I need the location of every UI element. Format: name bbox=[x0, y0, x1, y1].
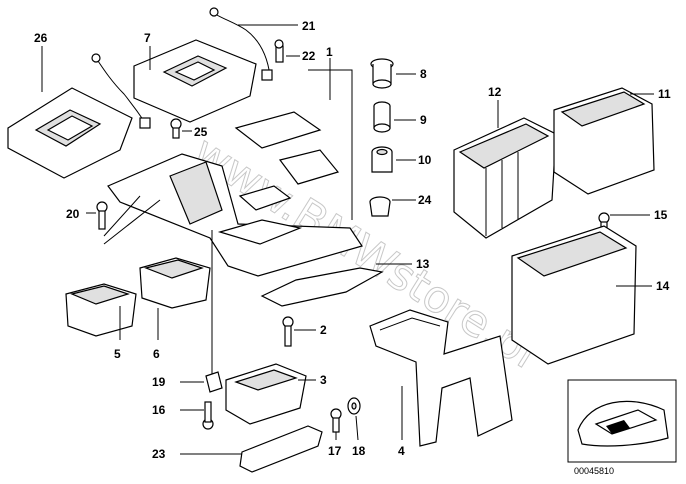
part-8-cigar-lighter[interactable] bbox=[370, 58, 416, 89]
callout-26: 26 bbox=[34, 31, 48, 45]
callout-4: 4 bbox=[398, 444, 405, 458]
inset-car-location bbox=[567, 379, 677, 463]
part-22-screw[interactable] bbox=[274, 39, 300, 63]
callout-23: 23 bbox=[152, 447, 166, 461]
part-20-screw[interactable] bbox=[86, 195, 161, 245]
callout-14: 14 bbox=[656, 279, 670, 293]
part-9-socket-housing[interactable] bbox=[373, 101, 416, 133]
callout-3: 3 bbox=[320, 373, 327, 387]
part-6-tray[interactable] bbox=[139, 257, 211, 340]
callout-17: 17 bbox=[328, 444, 342, 458]
callout-5: 5 bbox=[114, 347, 121, 361]
callout-19: 19 bbox=[152, 375, 166, 389]
callout-25: 25 bbox=[194, 125, 208, 139]
callout-12: 12 bbox=[488, 85, 502, 99]
part-7-console-trim[interactable] bbox=[133, 39, 257, 123]
callout-15: 15 bbox=[654, 208, 668, 222]
cover-plate-upper bbox=[234, 111, 340, 185]
callout-11: 11 bbox=[658, 87, 671, 101]
callout-9: 9 bbox=[420, 113, 427, 127]
part-14-module-housing[interactable] bbox=[511, 225, 652, 365]
part-21-bulb-cable[interactable] bbox=[209, 7, 298, 81]
callout-6: 6 bbox=[153, 347, 160, 361]
callout-10: 10 bbox=[418, 153, 432, 167]
part-18-washer[interactable] bbox=[347, 397, 361, 441]
part-23-cover[interactable] bbox=[180, 425, 323, 473]
part-24-ring[interactable] bbox=[369, 196, 416, 217]
callout-21: 21 bbox=[302, 19, 316, 33]
part-2-screw[interactable] bbox=[282, 316, 316, 347]
part-12-storage-tray[interactable] bbox=[453, 100, 557, 239]
callout-20: 20 bbox=[66, 207, 80, 221]
part-4-console-frame[interactable] bbox=[369, 309, 513, 447]
callout-13: 13 bbox=[416, 257, 430, 271]
part-25-screw[interactable] bbox=[170, 118, 192, 139]
bulb-cable-lower bbox=[91, 53, 151, 129]
part-19-clip[interactable] bbox=[180, 371, 223, 393]
part-16-screw[interactable] bbox=[180, 401, 214, 430]
callout-16: 16 bbox=[152, 403, 166, 417]
part-3-ashtray-unit[interactable] bbox=[211, 230, 316, 425]
callout-7: 7 bbox=[144, 31, 151, 45]
part-11-storage-tray[interactable] bbox=[553, 87, 655, 195]
callout-8: 8 bbox=[420, 67, 427, 81]
callout-22: 22 bbox=[302, 49, 316, 63]
part-5-tray[interactable] bbox=[65, 283, 137, 340]
callout-1: 1 bbox=[326, 45, 333, 59]
callout-24: 24 bbox=[418, 193, 432, 207]
drawing-number: 00045810 bbox=[574, 466, 614, 476]
part-26-console-trim[interactable] bbox=[7, 46, 133, 179]
part-10-socket[interactable] bbox=[371, 146, 416, 173]
callout-2: 2 bbox=[320, 323, 327, 337]
callout-18: 18 bbox=[352, 444, 366, 458]
part-13-bracket[interactable] bbox=[260, 263, 412, 307]
part-17-screw[interactable] bbox=[330, 408, 342, 440]
part-1-center-console[interactable] bbox=[107, 58, 363, 277]
